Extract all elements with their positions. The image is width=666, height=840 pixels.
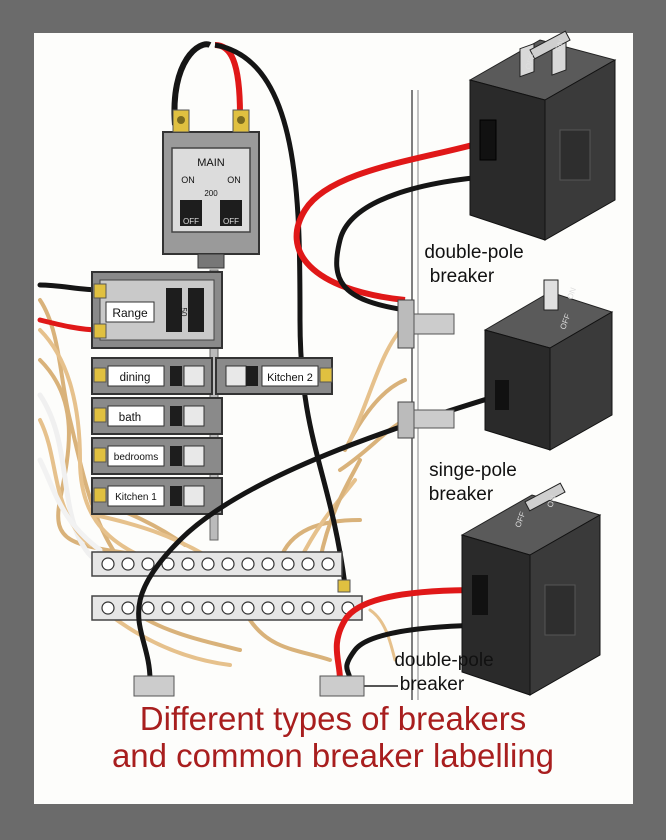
dining-breaker-label: dining [120, 372, 151, 384]
callout-bottom-line1: double-pole [394, 650, 493, 671]
main-breaker-title: MAIN [197, 157, 225, 169]
single-pole-breaker: ON OFF [483, 279, 614, 451]
callout-middle-line2: breaker [429, 484, 494, 505]
top-breaker-on-text: ON [553, 38, 566, 53]
cable-clamp-middle [397, 401, 455, 439]
callout-top-line1: double-pole [424, 242, 523, 263]
bath-breaker-label: bath [119, 412, 141, 424]
cable-clamp-bottom-left [133, 675, 175, 697]
cable-clamp-bottom-right [319, 675, 398, 697]
bedrooms-breaker: bedrooms [91, 437, 223, 475]
main-on-right: ON [227, 175, 241, 185]
bottom-double-pole-black-wire [344, 622, 501, 681]
kitchen-1-breaker-label: Kitchen 1 [115, 492, 157, 503]
kitchen-1-breaker: Kitchen 1 [91, 477, 223, 515]
callout-middle-line1: singe-pole [429, 460, 517, 481]
main-feed-wire-red [214, 42, 243, 116]
callout-top-line2: breaker [430, 266, 495, 287]
bottom-breaker-on-text: ON [545, 494, 558, 509]
bar-terminal [337, 579, 351, 593]
range-breaker-label: Range [112, 306, 148, 320]
neutral-bar-upper [91, 551, 343, 577]
kitchen-2-breaker-label: Kitchen 2 [267, 372, 313, 384]
dining-breaker: dining [91, 357, 213, 395]
main-off-left: OFF [183, 217, 199, 226]
double-pole-breaker-bottom: OFF ON [460, 482, 602, 696]
neutral-bar-lower [91, 595, 363, 621]
kitchen-2-breaker: Kitchen 2 [215, 357, 333, 395]
main-feed-wire-black [171, 41, 212, 126]
callout-bottom-line2: breaker [400, 674, 465, 695]
main-rating: 200 [204, 189, 218, 198]
caption-line-2: and common breaker labelling [111, 737, 555, 774]
top-double-pole-black-wire [334, 172, 511, 313]
main-breaker: MAIN ON ON 200 OFF OFF [162, 109, 260, 269]
bath-breaker: bath [91, 397, 223, 435]
bottom-double-pole-red-wire [333, 587, 481, 681]
feed-wire-long [214, 42, 348, 586]
bedrooms-breaker-label: bedrooms [114, 452, 158, 463]
range-breaker: Range 50 [91, 271, 223, 349]
top-double-pole-red-wire [293, 140, 481, 303]
double-pole-breaker-top: OFF ON [468, 30, 617, 241]
caption: Different types of breakers and common b… [0, 700, 666, 774]
main-off-right: OFF [223, 217, 239, 226]
caption-line-1: Different types of breakers [139, 700, 527, 737]
cable-clamp-upper [397, 299, 455, 349]
single-breaker-on-text: ON [565, 286, 578, 301]
range-breaker-rating: 50 [179, 308, 188, 317]
main-on-left: ON [181, 175, 195, 185]
